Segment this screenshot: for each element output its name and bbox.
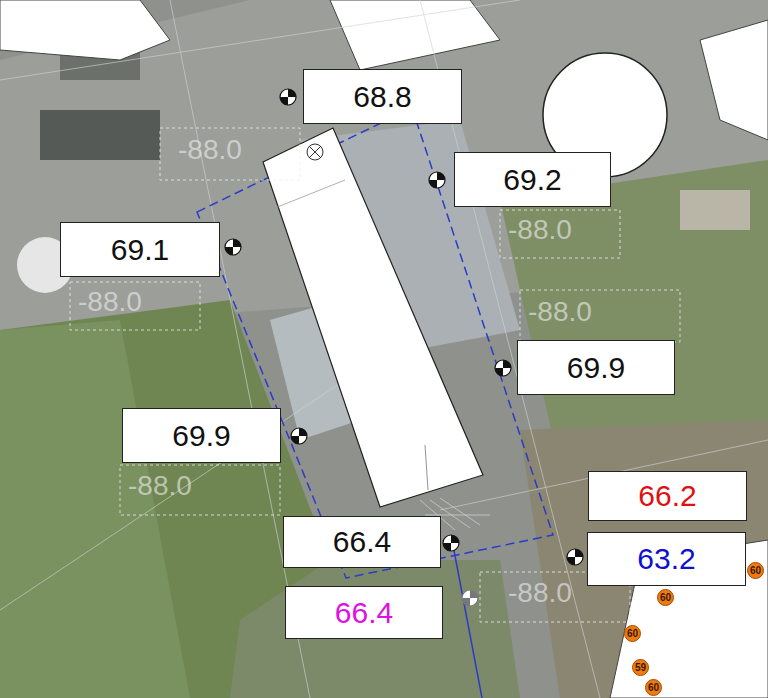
contour-marker: 59 [632, 659, 649, 676]
receptor-symbol [280, 89, 296, 105]
level-value: 69.2 [503, 163, 561, 197]
grid-value: -88.0 [128, 470, 192, 502]
value-box: 66.2 [588, 471, 747, 521]
receptor-symbol [495, 360, 511, 376]
contour-marker: 60 [657, 589, 674, 606]
contour-marker: 60 [747, 562, 764, 579]
value-box: 69.9 [517, 340, 675, 395]
receptor-symbol [462, 590, 478, 606]
level-value: 59 [635, 662, 646, 673]
level-value: 68.8 [353, 80, 411, 114]
value-box: 66.4 [285, 586, 443, 639]
level-value: 60 [750, 565, 761, 576]
level-value: 60 [648, 682, 659, 693]
grid-value: -88.0 [508, 214, 572, 246]
value-box: 68.8 [303, 69, 462, 124]
level-value: 69.9 [567, 351, 625, 385]
grid-value: -88.0 [508, 577, 572, 609]
receptor-symbol [443, 535, 459, 551]
level-value: 66.4 [335, 596, 393, 630]
grid-value: -88.0 [178, 134, 242, 166]
grid-value: -88.0 [78, 286, 142, 318]
value-box: 66.4 [283, 516, 441, 568]
level-value: 60 [660, 592, 671, 603]
value-box: 69.2 [454, 152, 611, 207]
value-box: 69.9 [122, 408, 281, 463]
receptor-symbol [225, 239, 241, 255]
level-value: 66.2 [638, 479, 696, 513]
contour-marker: 60 [645, 679, 662, 696]
level-value: 66.4 [333, 525, 391, 559]
receptor-symbol [429, 172, 445, 188]
receptor-symbol [291, 428, 307, 444]
level-value: 60 [627, 628, 638, 639]
grid-value: -88.0 [528, 296, 592, 328]
value-box: 63.2 [587, 532, 746, 586]
value-box: 69.1 [60, 222, 220, 277]
level-value: 63.2 [637, 542, 695, 576]
contour-marker: 60 [624, 625, 641, 642]
receptor-symbol [567, 549, 583, 565]
level-value: 69.1 [111, 233, 169, 267]
level-value: 69.9 [172, 419, 230, 453]
